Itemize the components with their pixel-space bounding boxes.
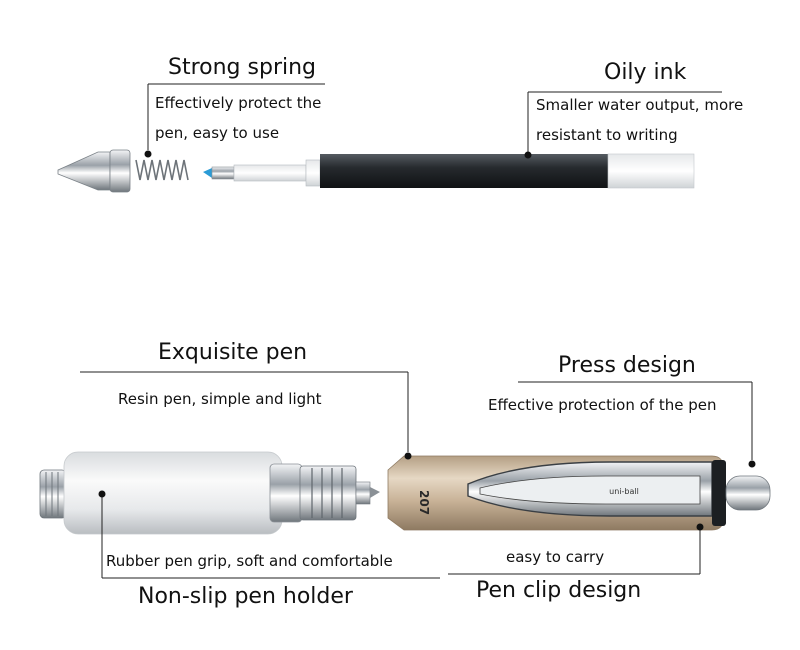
- holder-title: Non-slip pen holder: [138, 584, 353, 609]
- leader-lines-bottom: [80, 371, 756, 579]
- spring: [135, 159, 189, 181]
- thread-end: [39, 469, 67, 519]
- clip-title: Pen clip design: [476, 578, 642, 603]
- press-title: Press design: [558, 353, 696, 378]
- exquisite-desc: Resin pen, simple and light: [118, 390, 322, 408]
- ink-title: Oily ink: [604, 60, 687, 85]
- ink-desc-line1: Smaller water output, more: [536, 96, 744, 114]
- press-desc: Effective protection of the pen: [488, 396, 717, 414]
- spring-desc-line1: Effectively protect the: [155, 94, 322, 112]
- ink-tube: [320, 153, 695, 189]
- refill-tip: [203, 159, 321, 187]
- ink-desc-line2: resistant to writing: [536, 126, 678, 144]
- rubber-grip: [63, 451, 303, 535]
- spring-title: Strong spring: [168, 55, 317, 80]
- holder-desc: Rubber pen grip, soft and comfortable: [106, 552, 393, 570]
- tip-cone: [57, 149, 131, 193]
- chrome-collar: [299, 465, 380, 521]
- spring-desc-line2: pen, easy to use: [155, 124, 280, 142]
- gold-barrel: [387, 455, 771, 531]
- clip-desc: easy to carry: [506, 548, 605, 566]
- leader-lines-top: [144, 83, 722, 159]
- exquisite-title: Exquisite pen: [158, 340, 308, 365]
- brand-print: uni-ball: [609, 487, 639, 496]
- barrel-model-print: 207: [417, 490, 431, 515]
